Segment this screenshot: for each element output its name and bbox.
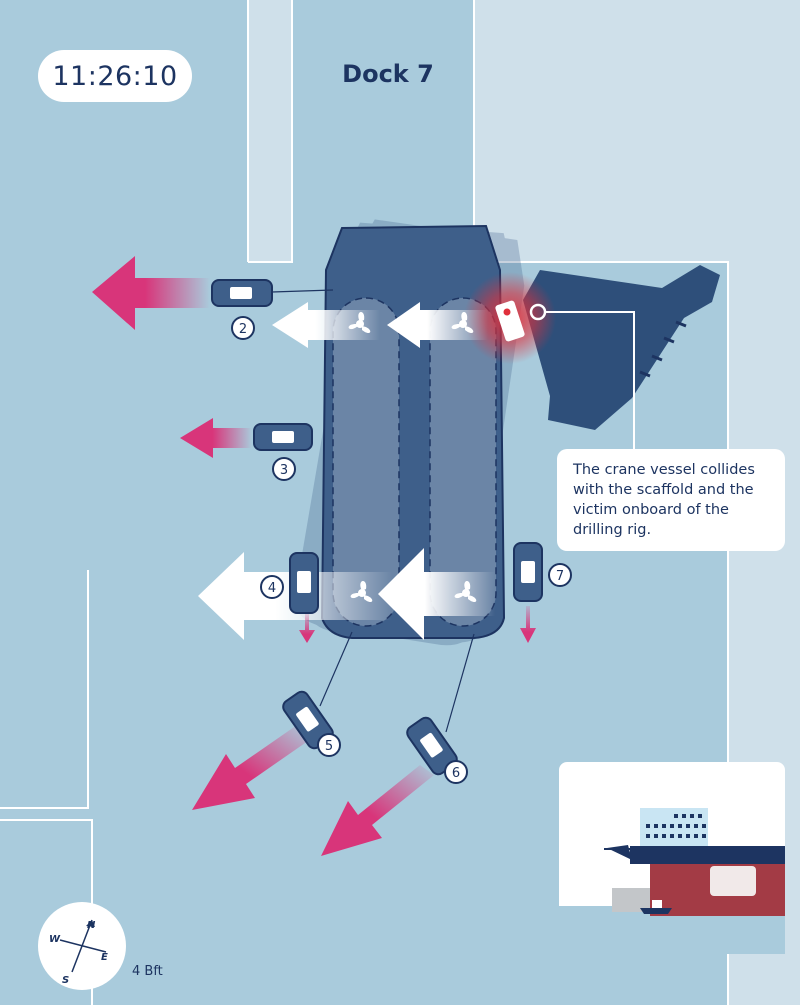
side-view-inset <box>559 762 785 954</box>
pontoon-west <box>332 297 400 627</box>
pontoon-east <box>429 297 497 627</box>
tug-badge-4: 4 <box>260 575 284 599</box>
propeller-icons <box>348 311 477 603</box>
pull-arrow-tug-5 <box>192 725 308 810</box>
tug-badge-6: 6 <box>444 760 468 784</box>
quay-north-east <box>474 0 800 262</box>
tug-badge-3: 3 <box>272 457 296 481</box>
propeller-icon <box>454 580 477 603</box>
thrust-arrow-fwd-west <box>272 302 380 348</box>
tug-2 <box>211 279 273 307</box>
tugboats <box>211 279 543 776</box>
svg-text:N: N <box>87 920 96 931</box>
propeller-icon <box>451 311 474 334</box>
victim-marker <box>495 300 525 342</box>
compass-icon: N S E W <box>38 902 126 990</box>
tug-7 <box>513 542 543 602</box>
svg-text:3: 3 <box>280 463 288 478</box>
svg-text:4: 4 <box>268 581 276 596</box>
pull-arrow-tug-7 <box>520 606 536 643</box>
dock-label: Dock 7 <box>342 60 434 88</box>
propeller-icon <box>348 311 371 334</box>
svg-text:E: E <box>101 952 108 963</box>
tug-badge-5: 5 <box>317 733 341 757</box>
wind-strength-label: 4 Bft <box>132 964 163 979</box>
tug-number-badges: 2 3 4 5 6 7 <box>231 316 572 784</box>
tug-pull-arrows <box>92 256 536 856</box>
tug-badge-7: 7 <box>548 563 572 587</box>
drilling-rig <box>523 265 720 430</box>
tug-3 <box>253 423 313 451</box>
tug-badge-2: 2 <box>231 316 255 340</box>
callout-text: The crane vessel collides with the scaff… <box>573 462 755 538</box>
pull-arrow-tug-2 <box>92 256 210 330</box>
tow-lines <box>271 289 475 733</box>
propeller-icon <box>350 580 373 603</box>
timestamp-text: 11:26:10 <box>52 60 178 92</box>
pull-arrow-tug-6 <box>321 765 434 856</box>
event-callout: The crane vessel collides with the scaff… <box>557 449 785 551</box>
callout-leader <box>545 311 635 449</box>
pull-arrow-tug-4 <box>299 614 315 643</box>
svg-text:W: W <box>49 934 61 945</box>
svg-text:5: 5 <box>325 739 333 754</box>
svg-text:2: 2 <box>239 322 247 337</box>
svg-text:6: 6 <box>452 766 460 781</box>
pull-arrow-tug-3 <box>180 418 252 458</box>
svg-text:S: S <box>62 975 69 986</box>
timestamp-badge: 11:26:10 <box>38 50 192 102</box>
svg-text:7: 7 <box>556 569 564 584</box>
thrust-arrow-aft-east <box>378 548 495 640</box>
callout-anchor <box>529 303 547 321</box>
tug-4 <box>289 552 319 614</box>
jetty <box>248 0 292 262</box>
